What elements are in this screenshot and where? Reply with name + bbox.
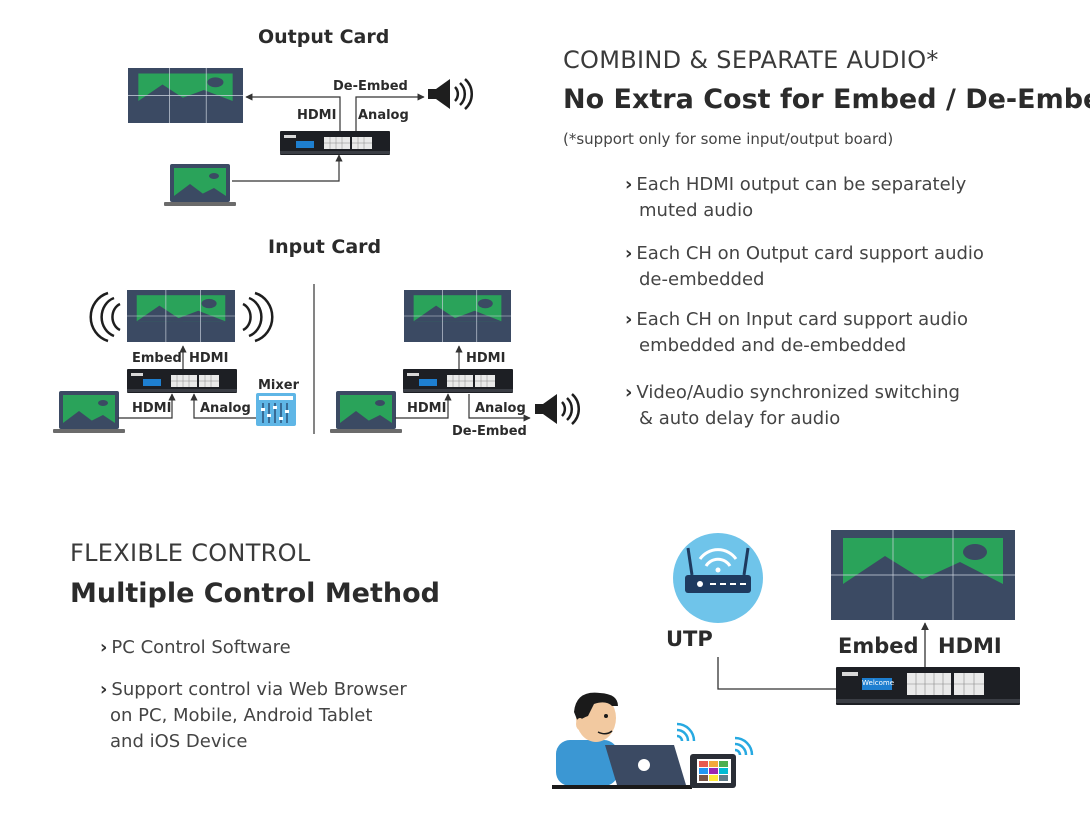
audio-bullet-2: ›Each CH on Output card support audio de… <box>625 243 984 290</box>
control-bullet-2: ›Support control via Web Browser on PC, … <box>100 679 407 752</box>
audio-note: (*support only for some input/output boa… <box>563 130 894 148</box>
chevron-right-icon: › <box>100 637 108 658</box>
router-icon <box>673 533 763 623</box>
output-deembed-label: De-Embed <box>333 79 408 94</box>
input-left-laptop-icon <box>53 391 125 433</box>
utp-label: UTP <box>666 627 713 651</box>
chevron-right-icon: › <box>625 382 633 403</box>
input-right-deembed-label: De-Embed <box>452 424 527 439</box>
input-right-hdmi-in-label: HDMI <box>407 401 447 416</box>
input-card-title: Input Card <box>268 236 382 258</box>
mixer-label: Mixer <box>258 378 300 393</box>
control-heading: FLEXIBLE CONTROL <box>70 539 311 567</box>
chevron-right-icon: › <box>100 679 108 700</box>
control-subheading: Multiple Control Method <box>70 578 440 609</box>
input-left-hdmi-out-label: HDMI <box>189 351 229 366</box>
output-card-diagram <box>127 67 474 206</box>
input-right-speaker-icon <box>533 392 581 426</box>
audio-bullet-4: ›Video/Audio synchronized switching & au… <box>625 382 960 429</box>
control-display-icon <box>831 530 1015 620</box>
tablet-icon <box>690 754 736 788</box>
output-switcher-device-icon <box>279 130 391 156</box>
input-right-analog-label: Analog <box>475 401 526 416</box>
mixer-icon <box>256 393 296 426</box>
audio-subheading: No Extra Cost for Embed / De-Embed <box>563 84 1090 115</box>
output-analog-label: Analog <box>358 108 409 123</box>
input-card-left-diagram <box>53 289 296 433</box>
input-right-laptop-icon <box>330 391 402 433</box>
control-diagram <box>552 530 1020 789</box>
control-embed-label: Embed <box>838 634 919 658</box>
input-left-hdmi-in-label: HDMI <box>132 401 172 416</box>
audio-bullet-1: ›Each HDMI output can be separately mute… <box>625 174 967 221</box>
chevron-right-icon: › <box>625 243 633 264</box>
wifi-icon <box>676 722 754 756</box>
person-icon <box>556 692 618 786</box>
output-card-title: Output Card <box>258 26 390 48</box>
input-right-switcher-device-icon <box>402 368 514 394</box>
control-hdmi-label: HDMI <box>938 634 1002 658</box>
input-left-switcher-device-icon <box>126 368 238 394</box>
audio-bullet-3: ›Each CH on Input card support audio emb… <box>625 309 969 356</box>
input-right-display-icon <box>403 289 512 343</box>
input-card-right-diagram <box>330 289 581 433</box>
control-switcher-device-icon <box>836 667 1020 705</box>
control-bullet-1: ›PC Control Software <box>100 637 291 658</box>
output-laptop-icon <box>164 164 236 206</box>
output-display-icon <box>127 67 244 124</box>
audio-heading: COMBIND & SEPARATE AUDIO* <box>563 46 939 74</box>
device-screen-text: Welcome <box>862 679 895 687</box>
input-left-display-icon <box>126 289 236 343</box>
chevron-right-icon: › <box>625 174 633 195</box>
input-left-embed-label: Embed <box>132 351 182 366</box>
input-right-hdmi-out-label: HDMI <box>466 351 506 366</box>
input-left-analog-label: Analog <box>200 401 251 416</box>
control-laptop-icon <box>552 745 692 789</box>
output-hdmi-label: HDMI <box>297 108 337 123</box>
output-speaker-icon <box>426 77 474 111</box>
chevron-right-icon: › <box>625 309 633 330</box>
